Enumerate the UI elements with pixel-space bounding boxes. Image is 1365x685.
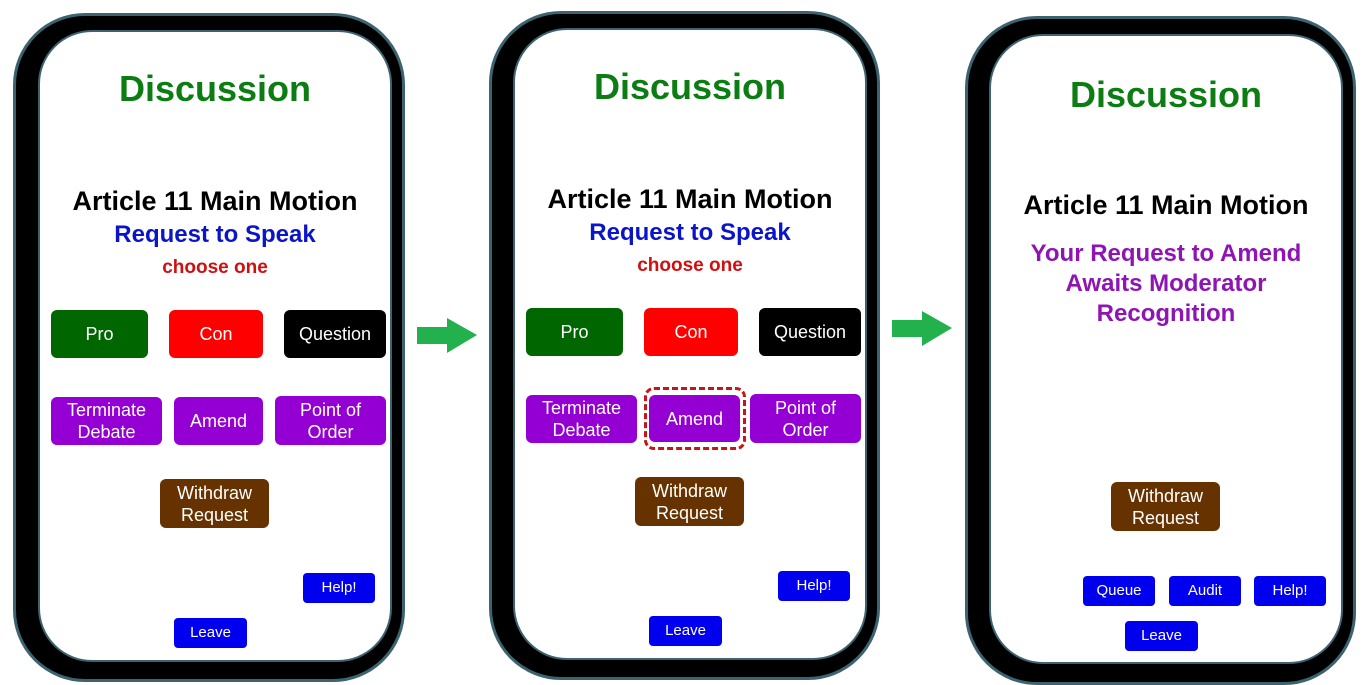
screen-title: Discussion [593,66,787,107]
con-button[interactable]: Con [644,308,738,356]
motion-title: Article 11 Main Motion [1023,190,1309,220]
con-button[interactable]: Con [169,310,263,358]
terminate-debate-button[interactable]: Terminate Debate [51,397,162,445]
pro-button[interactable]: Pro [51,310,148,358]
right-arrow-icon [417,318,477,353]
question-button[interactable]: Question [284,310,386,358]
pro-button[interactable]: Pro [526,308,623,356]
request-to-speak-heading: Request to Speak [114,221,316,248]
help-button[interactable]: Help! [778,571,850,601]
screen-title: Discussion [1069,74,1263,115]
screen-title: Discussion [118,68,312,109]
request-to-speak-heading: Request to Speak [589,219,791,246]
arrow-shape [892,311,952,346]
help-button[interactable]: Help! [303,573,375,603]
withdraw-request-button[interactable]: Withdraw Request [160,479,269,528]
motion-title: Article 11 Main Motion [72,186,358,216]
help-button[interactable]: Help! [1254,576,1326,606]
amend-button-selected[interactable]: Amend [649,395,740,442]
phone-screen-2: Discussion Article 11 Main Motion Reques… [513,28,867,660]
queue-button[interactable]: Queue [1083,576,1155,606]
point-of-order-button[interactable]: Point of Order [275,396,386,445]
audit-button[interactable]: Audit [1169,576,1241,606]
amend-button[interactable]: Amend [174,397,263,445]
withdraw-request-button[interactable]: Withdraw Request [635,477,744,526]
question-button[interactable]: Question [759,308,861,356]
motion-title: Article 11 Main Motion [547,184,833,214]
choose-one-instruction: choose one [162,257,268,278]
withdraw-request-button[interactable]: Withdraw Request [1111,482,1220,531]
selection-highlight [644,387,746,450]
phone-screen-1: Discussion Article 11 Main Motion Reques… [38,30,392,662]
leave-button[interactable]: Leave [649,616,722,646]
right-arrow-icon [892,311,952,346]
point-of-order-button[interactable]: Point of Order [750,394,861,443]
terminate-debate-button[interactable]: Terminate Debate [526,395,637,443]
arrow-shape [417,318,477,353]
phone-screen-3: Discussion Article 11 Main Motion Your R… [989,34,1343,664]
leave-button[interactable]: Leave [1125,621,1198,651]
leave-button[interactable]: Leave [174,618,247,648]
choose-one-instruction: choose one [637,255,743,276]
request-status-message: Your Request to Amend Awaits Moderator R… [1030,240,1302,327]
